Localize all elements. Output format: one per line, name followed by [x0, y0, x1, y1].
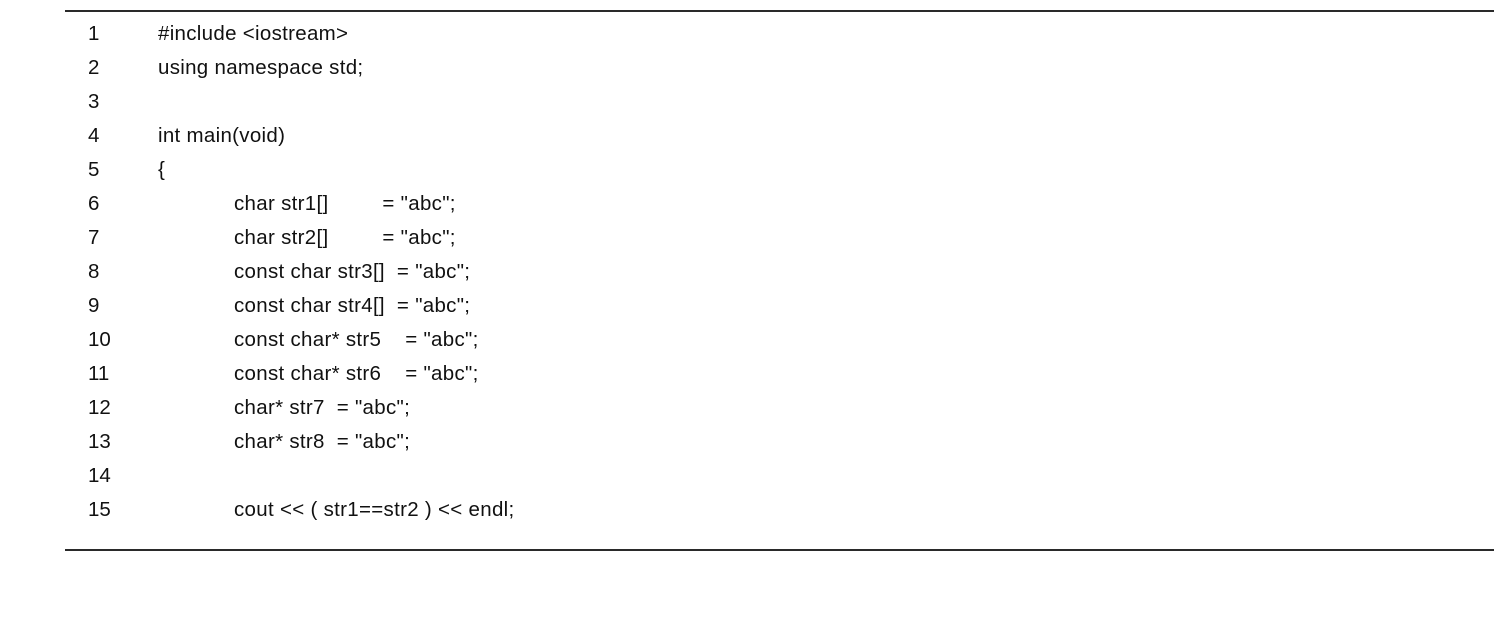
line-number: 12 [88, 396, 111, 419]
top-rule [65, 10, 1494, 12]
code-text: const char* str6 = "abc"; [234, 362, 479, 385]
code-line: 14 [0, 460, 1496, 492]
code-line: 11 const char* str6 = "abc"; [0, 358, 1496, 390]
code-text: { [158, 158, 166, 181]
line-number: 13 [88, 430, 111, 453]
code-line: 12 char* str7 = "abc"; [0, 392, 1496, 424]
line-number: 14 [88, 464, 111, 487]
line-number: 4 [88, 124, 100, 147]
code-text: char* str7 = "abc"; [234, 396, 411, 419]
code-line: 8 const char str3[] = "abc"; [0, 256, 1496, 288]
code-text: int main(void) [158, 124, 286, 147]
line-number: 5 [88, 158, 100, 181]
code-text: #include <iostream> [158, 22, 349, 45]
code-text: const char str4[] = "abc"; [234, 294, 471, 317]
code-line: 9 const char str4[] = "abc"; [0, 290, 1496, 322]
bottom-rule [65, 549, 1494, 551]
line-number: 7 [88, 226, 100, 249]
line-number: 8 [88, 260, 100, 283]
line-number: 9 [88, 294, 100, 317]
line-number: 2 [88, 56, 100, 79]
code-line: 7 char str2[] = "abc"; [0, 222, 1496, 254]
line-number: 3 [88, 90, 100, 113]
code-listing: 1 #include <iostream> 2 using namespace … [0, 18, 1496, 526]
code-line: 1 #include <iostream> [0, 18, 1496, 50]
code-text: char str2[] = "abc"; [234, 226, 456, 249]
line-number: 6 [88, 192, 100, 215]
code-text: cout << ( str1==str2 ) << endl; [234, 498, 515, 521]
code-text: const char* str5 = "abc"; [234, 328, 479, 351]
code-line: 4 int main(void) [0, 120, 1496, 152]
code-text: const char str3[] = "abc"; [234, 260, 471, 283]
code-text: char* str8 = "abc"; [234, 430, 411, 453]
code-line: 2 using namespace std; [0, 52, 1496, 84]
line-number: 11 [88, 362, 110, 385]
code-text: char str1[] = "abc"; [234, 192, 456, 215]
line-number: 10 [88, 328, 111, 351]
code-line: 5 { [0, 154, 1496, 186]
code-text: using namespace std; [158, 56, 364, 79]
code-line: 13 char* str8 = "abc"; [0, 426, 1496, 458]
code-line: 3 [0, 86, 1496, 118]
line-number: 1 [88, 22, 100, 45]
code-line: 10 const char* str5 = "abc"; [0, 324, 1496, 356]
code-line: 15 cout << ( str1==str2 ) << endl; [0, 494, 1496, 526]
line-number: 15 [88, 498, 111, 521]
code-line: 6 char str1[] = "abc"; [0, 188, 1496, 220]
